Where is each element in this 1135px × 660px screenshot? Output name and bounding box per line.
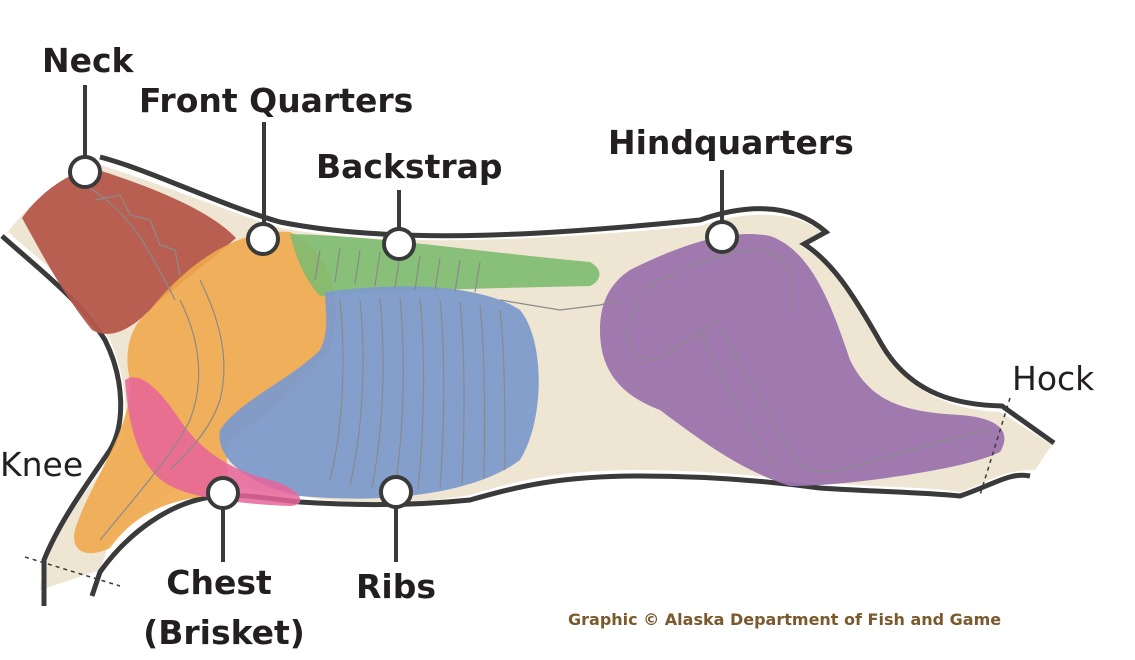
leader-lines	[83, 85, 724, 562]
credit-line: Graphic © Alaska Department of Fish and …	[568, 610, 1002, 629]
marker-backstrap	[382, 227, 416, 261]
marker-neck	[68, 155, 102, 189]
label-front-quarters: Front Quarters	[139, 81, 414, 120]
label-chest: Chest	[166, 563, 272, 602]
marker-hindquarters	[705, 220, 739, 254]
region-chest	[125, 377, 301, 506]
cut-markers	[68, 155, 739, 510]
region-front-quarters	[74, 231, 336, 554]
marker-chest	[206, 476, 240, 510]
marker-ribs	[379, 475, 413, 509]
region-neck	[22, 168, 236, 334]
bone-sketch	[84, 184, 991, 541]
region-ribs	[219, 286, 539, 499]
label-backstrap: Backstrap	[316, 147, 503, 186]
hock-joint-line	[979, 397, 1011, 496]
label-hock: Hock	[1012, 359, 1095, 398]
carcass-outline-front	[0, 234, 124, 606]
label-knee: Knee	[0, 445, 84, 484]
label-hindquarters: Hindquarters	[608, 123, 854, 162]
label-neck: Neck	[42, 41, 134, 80]
label-brisket: (Brisket)	[143, 613, 305, 652]
region-backstrap	[290, 234, 600, 296]
label-ribs: Ribs	[356, 567, 436, 606]
region-hindquarters	[600, 234, 1005, 486]
marker-front-quarters	[246, 222, 280, 256]
knee-joint-line	[24, 556, 121, 587]
